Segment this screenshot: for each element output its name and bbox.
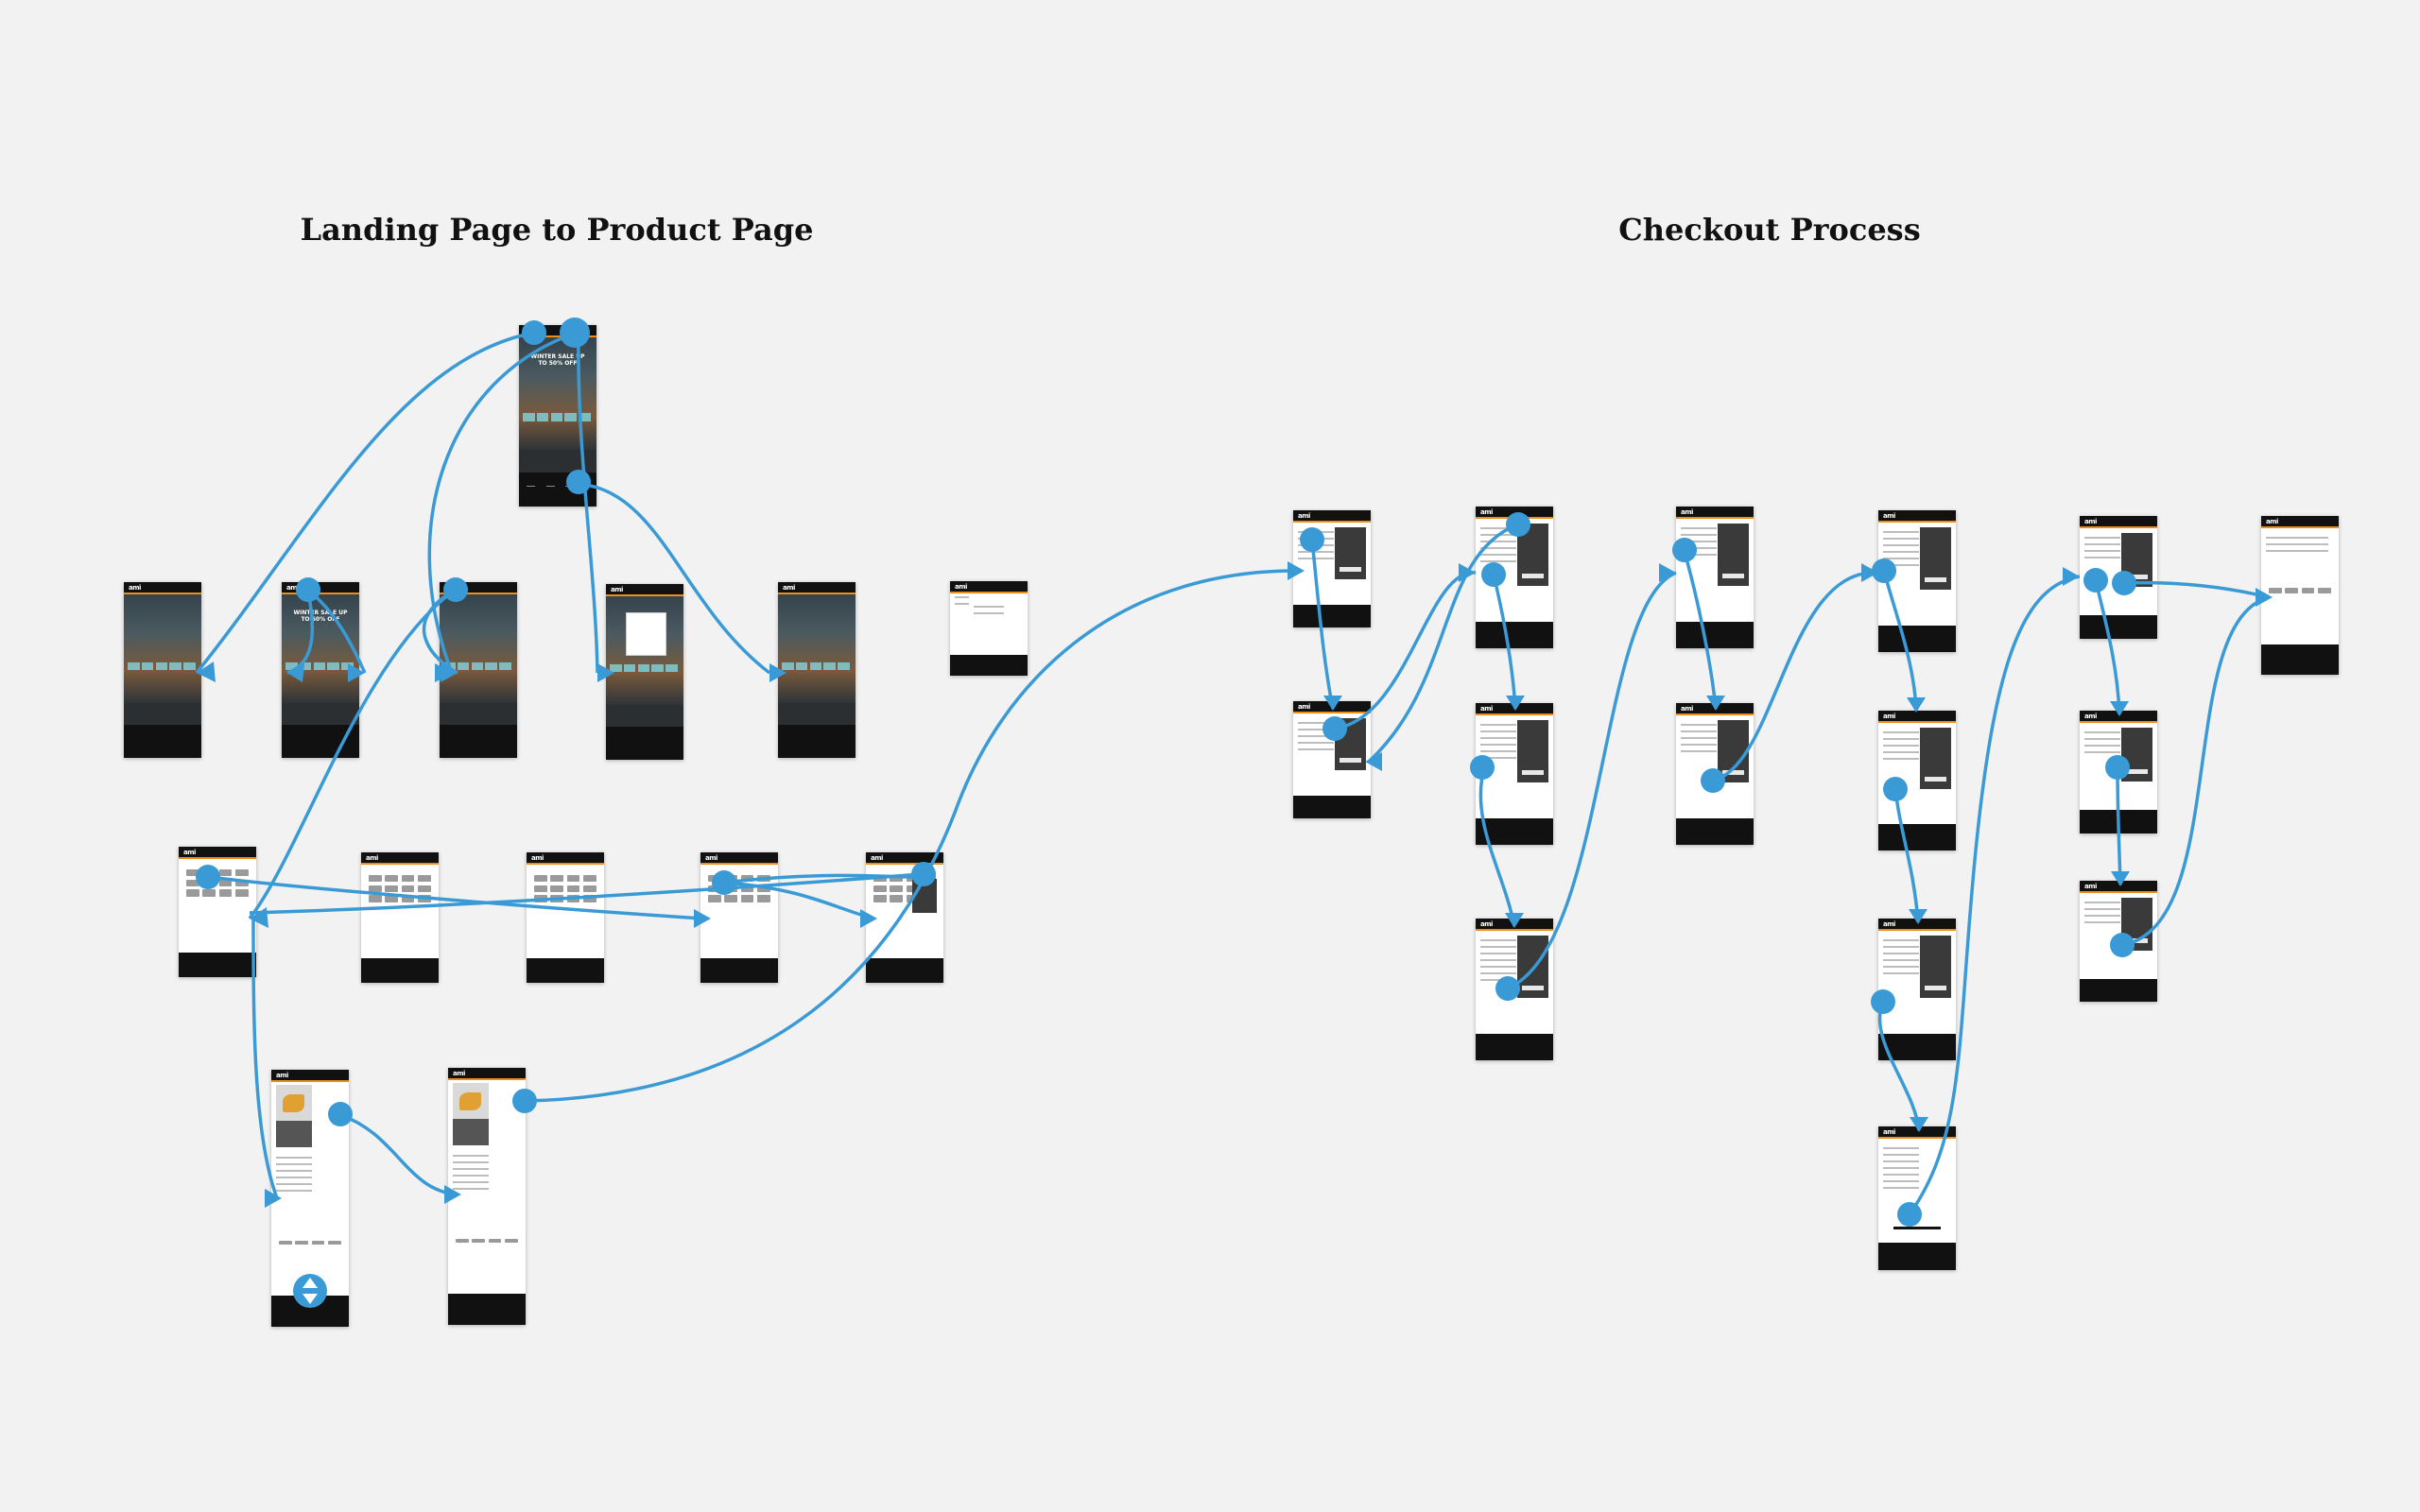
frame-home-variant-2[interactable]: ami <box>440 582 517 758</box>
frame-review-3[interactable]: ami <box>1878 919 1956 1060</box>
hotspot-dot-icon[interactable] <box>2112 571 2136 595</box>
hotspot-dot-icon[interactable] <box>522 320 546 345</box>
hotspot-dot-icon[interactable] <box>443 577 468 602</box>
brand-logo: ami <box>2266 518 2278 525</box>
hotspot-dot-icon[interactable] <box>1470 755 1495 780</box>
frame-listing-2[interactable]: ami <box>361 852 439 983</box>
promo-banner-text: WINTER SALE UP TO 50% OFF <box>293 610 348 624</box>
brand-logo: ami <box>453 1070 465 1077</box>
frame-payment-1[interactable]: ami <box>1676 507 1754 648</box>
frame-home-variant-1[interactable]: ami WINTER SALE UP TO 50% OFF <box>282 582 359 758</box>
brand-logo: ami <box>366 854 378 862</box>
frame-review-4[interactable]: ami <box>1878 1126 1956 1270</box>
brand-logo: ami <box>1883 713 1895 720</box>
brand-logo: ami <box>955 583 967 591</box>
brand-logo: ami <box>2084 713 2097 720</box>
brand-logo: ami <box>531 854 544 862</box>
brand-logo: ami <box>1681 705 1693 713</box>
arrow-head-icon <box>1459 563 1476 582</box>
hotspot-dot-icon[interactable] <box>196 865 220 889</box>
hotspot-dot-icon[interactable] <box>1672 538 1697 562</box>
hotspot-dot-icon[interactable] <box>911 862 936 886</box>
frame-listing-1[interactable]: ami <box>179 847 256 977</box>
flow-hotspots[interactable] <box>196 318 2136 1227</box>
arrow-head-icon <box>1659 563 1676 582</box>
hotspot-dot-icon[interactable] <box>1897 1202 1922 1227</box>
brand-logo: ami <box>611 586 623 593</box>
brand-logo: ami <box>1480 508 1493 516</box>
brand-logo: ami <box>1883 1128 1895 1136</box>
hotspot-dot-icon[interactable] <box>328 1102 353 1126</box>
frame-cart-1[interactable]: ami <box>1293 510 1371 627</box>
frame-empty-page[interactable]: ami <box>950 581 1028 676</box>
hotspot-dot-icon[interactable] <box>2105 755 2130 780</box>
brand-logo: ami <box>2084 518 2097 525</box>
frame-listing-3[interactable]: ami <box>527 852 604 983</box>
hotspot-dot-icon[interactable] <box>1701 768 1725 793</box>
section-title-landing: Landing Page to Product Page <box>300 212 814 248</box>
frame-order-complete[interactable]: ami <box>2261 516 2339 675</box>
hotspot-dot-icon[interactable] <box>1481 562 1506 587</box>
brand-logo: ami <box>1298 512 1310 520</box>
brand-logo: ami <box>2084 883 2097 890</box>
scroll-toggle-icon[interactable] <box>293 1274 327 1308</box>
brand-logo: ami <box>783 584 795 592</box>
hotspot-dot-icon[interactable] <box>512 1089 537 1113</box>
hotspot-dot-icon[interactable] <box>1871 989 1895 1014</box>
hotspot-dot-icon[interactable] <box>1883 777 1908 801</box>
arrow-head-icon <box>2063 567 2080 586</box>
hotspot-dot-icon[interactable] <box>2083 568 2108 593</box>
hotspot-dot-icon[interactable] <box>296 577 320 602</box>
brand-logo: ami <box>1883 512 1895 520</box>
hotspot-dot-icon[interactable] <box>2110 933 2135 957</box>
brand-logo: ami <box>1480 705 1493 713</box>
section-title-checkout: Checkout Process <box>1618 212 1921 248</box>
brand-logo: ami <box>1298 703 1310 711</box>
brand-logo: ami <box>1480 920 1493 928</box>
promo-banner-text: WINTER SALE UP TO 50% OFF <box>530 352 585 367</box>
frame-listing-4[interactable]: ami <box>700 852 778 983</box>
frame-home-login-modal[interactable]: ami <box>606 584 683 760</box>
hotspot-dot-icon[interactable] <box>1322 716 1347 741</box>
frame-home-search[interactable]: ami <box>778 582 856 758</box>
hotspot-dot-icon[interactable] <box>566 470 591 494</box>
brand-logo: ami <box>276 1072 288 1079</box>
brand-logo: ami <box>129 584 141 592</box>
brand-logo: ami <box>1681 508 1693 516</box>
frame-menu-open[interactable]: ami <box>124 582 201 758</box>
brand-logo: ami <box>1883 920 1895 928</box>
hotspot-dot-icon[interactable] <box>1495 976 1520 1001</box>
hotspot-dot-icon[interactable] <box>1872 558 1896 583</box>
brand-logo: ami <box>871 854 883 862</box>
hotspot-dot-icon[interactable] <box>560 318 590 348</box>
hotspot-dot-icon[interactable] <box>1506 512 1530 537</box>
hotspot-dot-icon[interactable] <box>712 870 736 895</box>
brand-logo: ami <box>183 849 196 856</box>
brand-logo: ami <box>705 854 717 862</box>
hotspot-dot-icon[interactable] <box>1300 527 1324 552</box>
